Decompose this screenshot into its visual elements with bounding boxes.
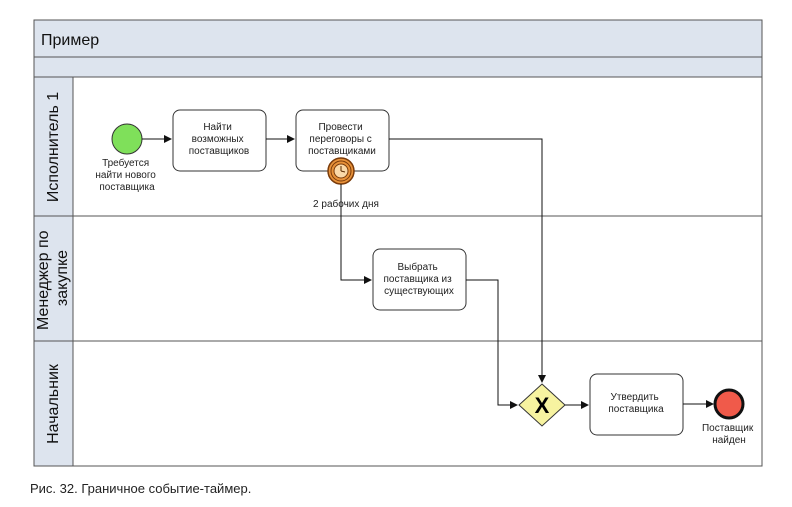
end-event-label: Поставщик найден [702,423,756,446]
gateway-x-icon: X [535,393,550,418]
pool-header [33,19,763,58]
clock-hand [340,170,346,173]
pool-subheader-band [33,56,763,78]
figure-caption: Рис. 32. Граничное событие-таймер. [30,481,252,496]
lane-label-executor: Исполнитель 1 [45,92,62,202]
lane-header-manager [33,215,74,342]
timer-label: 2 рабочих дня [313,198,379,210]
timer-inner-ring [330,160,352,182]
lane-label-chief: Начальник [45,363,62,444]
task-approve-supplier-label: Утвердить поставщика [608,392,664,415]
start-event[interactable] [111,123,143,155]
flow-choose-to-gateway [466,279,518,409]
end-event[interactable] [713,388,745,420]
task-choose-existing-label: Выбрать поставщика из существующих [383,261,454,297]
exclusive-gateway[interactable] [518,383,566,427]
task-find-suppliers-label: Найти возможных поставщиков [189,122,250,157]
task-find-suppliers[interactable] [172,109,267,172]
lane-label-manager: Менеджер по закупке [35,226,71,330]
lane-header-chief [33,340,74,467]
flow-negotiate-to-gateway [389,138,546,383]
start-event-label: Требуется найти нового поставщика [95,157,158,193]
pool-title: Пример [41,32,99,49]
task-negotiate-label: Провести переговоры с поставщиками [308,122,376,157]
lane-header-executor [33,76,74,217]
timer-boundary-event[interactable] [327,157,355,185]
flow-timer-to-choose [340,184,372,284]
